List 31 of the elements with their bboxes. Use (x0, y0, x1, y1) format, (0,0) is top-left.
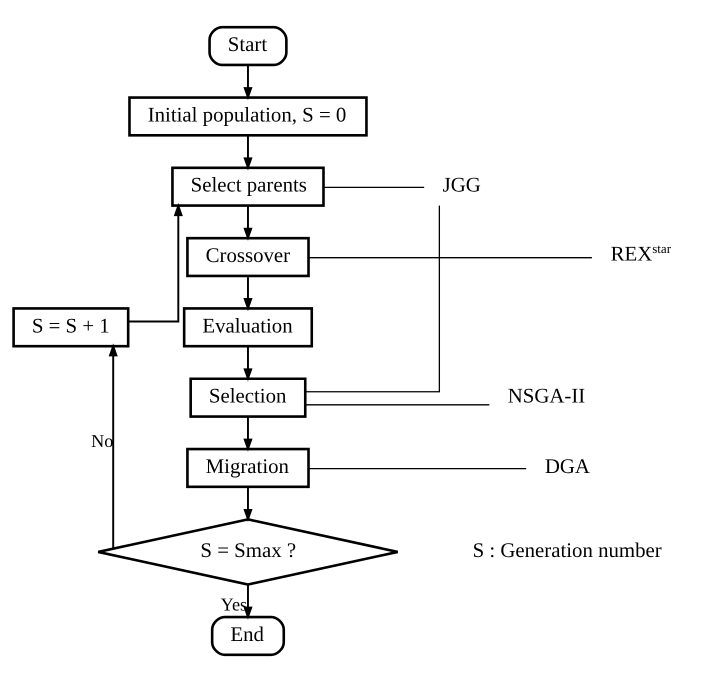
arrow (243, 205, 253, 240)
node-text: REX$^{star}$ (610, 240, 672, 266)
connector (324, 186, 424, 188)
node-box: Start (208, 25, 288, 66)
node-diamond: S = Smax ? (96, 518, 399, 586)
node-box: Migration (186, 447, 310, 488)
node-text: DGA (544, 453, 590, 478)
connector (308, 467, 526, 469)
arrow (108, 342, 118, 548)
node-box: Initial population, S = 0 (128, 96, 368, 136)
node-text: JGG (442, 172, 481, 196)
arrow (243, 416, 253, 452)
arrow (128, 202, 183, 322)
node-box: End (210, 615, 286, 656)
node-box: Evaluation (182, 306, 314, 348)
arrow (243, 584, 253, 620)
arrow (243, 276, 253, 311)
edge-label: No (91, 430, 114, 450)
node-box: S = S + 1 (12, 306, 130, 348)
node-text: NSGA-II (508, 383, 586, 408)
node-box: Crossover (186, 236, 310, 277)
connector (305, 404, 490, 405)
connector (308, 256, 592, 258)
label: S : Generation number (472, 537, 662, 562)
node-box: Selection (189, 376, 307, 418)
arrow (243, 135, 253, 170)
arrow (243, 486, 253, 522)
arrow (243, 346, 253, 381)
node-box: Select parents (171, 166, 325, 206)
arrow (243, 64, 253, 100)
connector (305, 205, 440, 392)
